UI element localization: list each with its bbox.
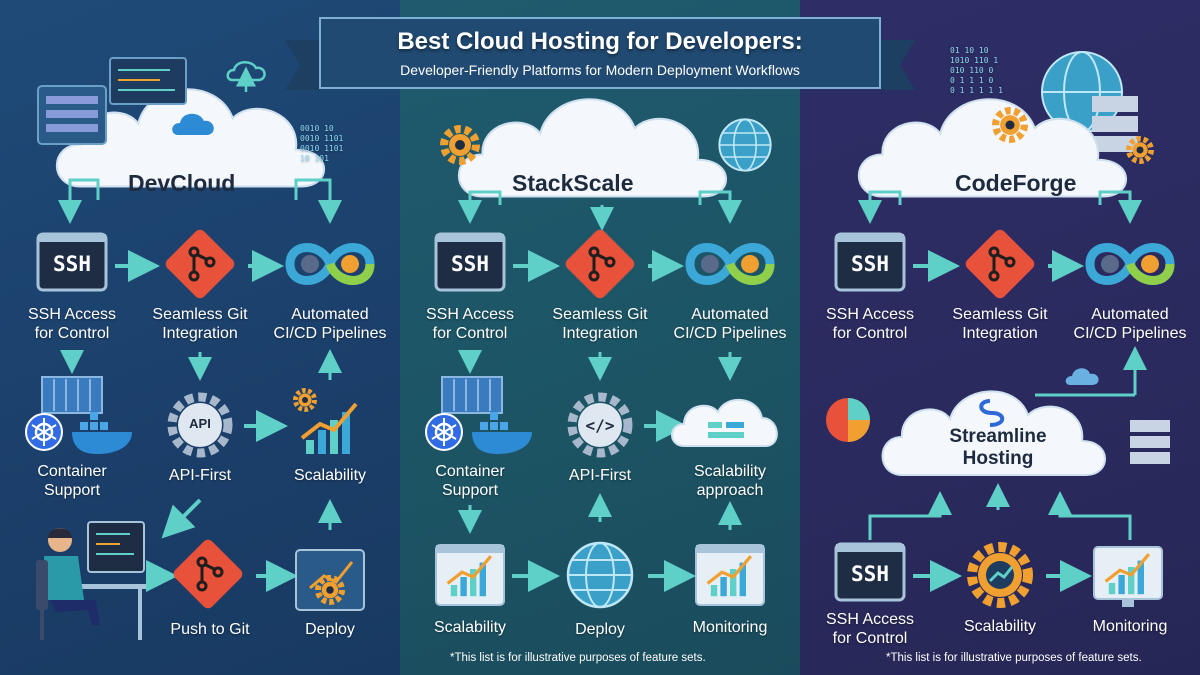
stackscale-container-icon <box>441 376 503 414</box>
binary-line: 1010 110 1 <box>950 56 999 65</box>
binary-line: 01 10 10 <box>950 46 989 55</box>
disclaimer-note: *This list is for illustrative purposes … <box>886 652 1142 664</box>
streamline-cloud <box>881 390 1106 476</box>
monitoring-icon <box>695 544 765 606</box>
codeforge-git-caption: Seamless Git Integration <box>952 306 1048 342</box>
svg-text:</>: </> <box>586 416 615 435</box>
stackscale-cicd-caption: Automated CI/CD Pipelines <box>673 306 787 342</box>
kubernetes-icon <box>424 412 464 452</box>
push-to-git-icon <box>169 535 247 613</box>
stackscale-git-icon <box>561 225 639 303</box>
devcloud-git-caption: Seamless Git Integration <box>152 306 248 342</box>
devcloud-ssh-label: SSH <box>53 252 91 276</box>
binary-line: 0010 1101 <box>300 134 344 143</box>
globe-icon <box>718 118 772 172</box>
devcloud-cloud <box>55 88 326 188</box>
devcloud-api-gear-icon <box>167 392 233 458</box>
streamline-hosting-label: Streamline Hosting <box>949 426 1047 469</box>
codeforge-ssh2-caption: SSH Access for Control <box>825 611 915 647</box>
devcloud-cicd-icon <box>290 248 370 281</box>
scalability-cloud-icon <box>671 398 778 447</box>
scalability-gear-icon <box>967 542 1033 608</box>
devcloud-deploy-icon <box>295 549 365 611</box>
devcloud-git-icon <box>161 225 239 303</box>
stackscale-cicd-icon <box>690 248 770 281</box>
developer-at-desk-illustration <box>36 521 152 640</box>
stackscale-monitoring-caption: Monitoring <box>692 619 768 636</box>
devcloud-container-caption: Container Support <box>37 463 107 499</box>
kubernetes-icon <box>24 412 64 452</box>
devcloud-scalability-icon <box>300 402 358 456</box>
binary-line: 010 110 0 <box>950 66 994 75</box>
codeforge-cicd-caption: Automated CI/CD Pipelines <box>1073 306 1187 342</box>
binary-line: 0 1 1 1 0 <box>950 76 994 85</box>
deploy-globe-icon <box>566 541 634 609</box>
devcloud-api-caption: API-First <box>168 467 232 484</box>
codeforge-scalability-caption: Scalability <box>963 618 1037 635</box>
stackscale-ssh-label: SSH <box>451 252 489 276</box>
stackscale-api-caption: API-First <box>568 467 632 484</box>
binary-text: 01 10 10 1010 110 1 010 110 0 0 1 1 1 0 … <box>950 46 1020 96</box>
stackscale-scalability-icon <box>435 544 505 606</box>
binary-line: 0 1 1 1 1 1 <box>950 86 1003 95</box>
docker-icon <box>472 412 532 454</box>
disclaimer-note: *This list is for illustrative purposes … <box>450 652 706 664</box>
binary-text: 0010 10 0010 1101 0010 1101 10 101 <box>300 124 372 164</box>
codeforge-ssh-caption: SSH Access for Control <box>825 306 915 342</box>
codeforge-cicd-icon <box>1090 248 1170 281</box>
devcloud-cicd-caption: Automated CI/CD Pipelines <box>273 306 387 342</box>
stackscale-git-caption: Seamless Git Integration <box>552 306 648 342</box>
gear-icon <box>444 129 476 161</box>
stackscale-container-caption: Container Support <box>435 463 505 499</box>
stackscale-scalability2-caption: Scalability <box>433 619 507 636</box>
code-gear-icon: </> <box>567 392 633 458</box>
binary-line: 0010 10 <box>300 124 334 133</box>
codeforge-monitoring-icon <box>1093 546 1163 607</box>
codeforge-monitoring-caption: Monitoring <box>1092 618 1168 635</box>
stackscale-deploy-caption: Deploy <box>575 621 625 638</box>
devcloud-scalability-caption: Scalability <box>293 467 367 484</box>
api-badge: API <box>189 416 211 431</box>
stackscale-ssh-caption: SSH Access for Control <box>425 306 515 342</box>
push-to-git-caption: Push to Git <box>170 621 250 638</box>
stackscale-brand: StackScale <box>512 170 634 196</box>
devcloud-ssh-caption: SSH Access for Control <box>27 306 117 342</box>
streamline-decorations <box>826 346 1170 464</box>
devcloud-top-left-window <box>37 57 266 145</box>
devcloud-brand: DevCloud <box>128 170 236 196</box>
codeforge-ssh-label-2: SSH <box>851 562 889 586</box>
codeforge-brand: CodeForge <box>955 170 1077 196</box>
codeforge-git-icon <box>961 225 1039 303</box>
banner-title: Best Cloud Hosting for Developers: <box>397 28 803 55</box>
devcloud-deploy-caption: Deploy <box>305 621 355 638</box>
docker-icon <box>72 412 132 454</box>
binary-line: 10 101 <box>300 154 329 163</box>
title-banner <box>285 17 915 90</box>
devcloud-container-icon <box>41 376 103 414</box>
binary-line: 0010 1101 <box>300 144 344 153</box>
stackscale-scalability-caption: Scalability approach <box>693 463 767 499</box>
codeforge-ssh-label: SSH <box>851 252 889 276</box>
banner-subtitle: Developer-Friendly Platforms for Modern … <box>400 62 800 78</box>
